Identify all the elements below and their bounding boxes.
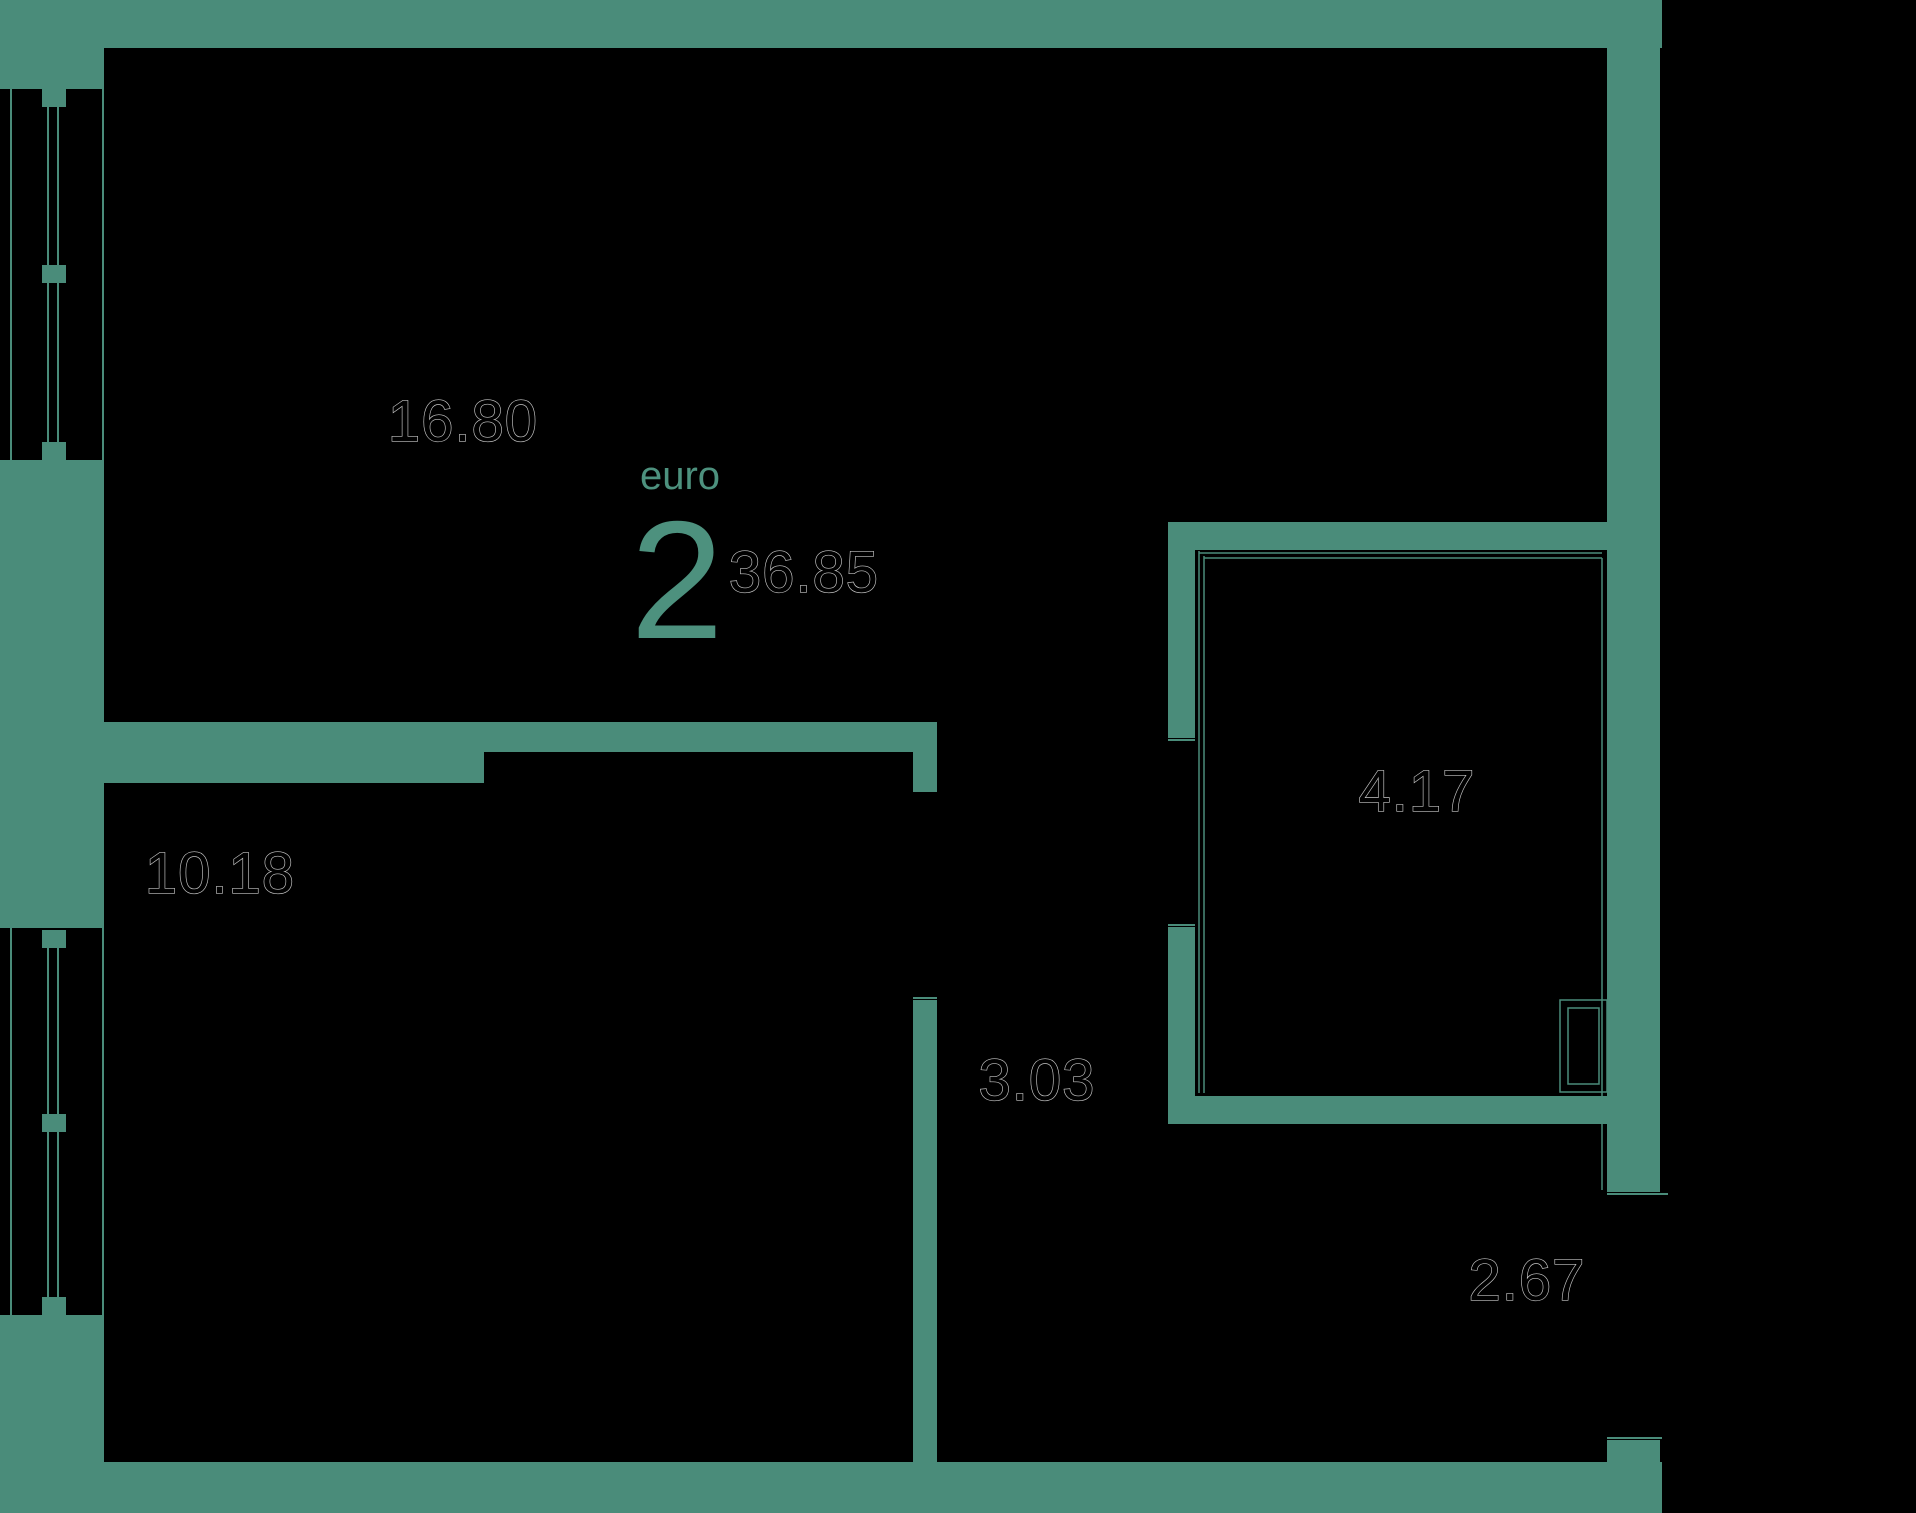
badge-rooms-count: 2 (630, 486, 723, 674)
window-bottom-left (10, 928, 104, 1315)
wall-face-lines (913, 551, 1668, 1439)
wall-corner-top-left (0, 0, 104, 89)
window-cap (42, 1297, 66, 1315)
badge-type-label: euro (640, 454, 720, 498)
wall-living-kitchen-thin (104, 722, 937, 752)
wall-left-mid (0, 460, 104, 928)
wall-kitchen-hall (913, 1000, 937, 1462)
room-label-kitchen: 10.18 (145, 841, 295, 906)
interior-walls (104, 522, 1608, 1462)
window-top-left (10, 89, 104, 460)
room-labels: 16.80 10.18 3.03 4.17 2.67 (144, 388, 1586, 1313)
room-label-hall: 3.03 (979, 1048, 1096, 1113)
wall-left-bottom (0, 1315, 104, 1465)
window-cap (42, 442, 66, 460)
window-mullion (42, 265, 66, 283)
badge-total-area: 36.85 (729, 540, 879, 605)
wall-bottom (0, 1462, 1662, 1513)
exterior-walls (0, 0, 1662, 1513)
window-cap (42, 89, 66, 107)
room-label-balcony: 2.67 (1469, 1248, 1586, 1313)
apartment-badge: euro 2 36.85 (630, 454, 879, 674)
wall-living-kitchen-thick (104, 752, 484, 783)
wall-living-kitchen-stub (913, 752, 937, 790)
wall-bathroom-bottom (1168, 1096, 1608, 1124)
room-label-living-room: 16.80 (388, 389, 538, 454)
wall-right (1607, 0, 1660, 1192)
duct-shaft (1559, 999, 1608, 1093)
window-cap (42, 930, 66, 948)
window-mullion (42, 1114, 66, 1132)
wall-bathroom-left-upper (1168, 522, 1195, 738)
wall-bathroom-left-lower (1168, 927, 1195, 1124)
wall-top (0, 0, 1662, 48)
room-label-bathroom: 4.17 (1359, 759, 1476, 824)
wall-bathroom-top (1168, 522, 1607, 550)
duct-shaft-inner (1567, 1007, 1600, 1085)
